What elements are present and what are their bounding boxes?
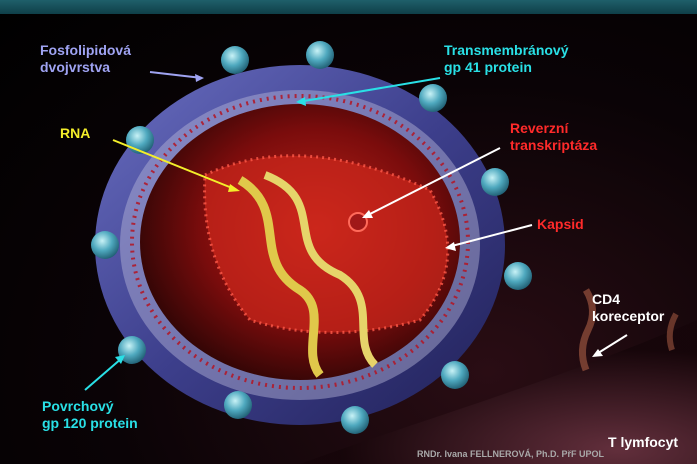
label-rna: RNA — [60, 125, 90, 142]
label-gp41-line1: Transmembránový — [444, 42, 569, 59]
author-credit: RNDr. Ivana FELLNEROVÁ, Ph.D. PřF UPOL — [417, 449, 604, 459]
label-lipid-bilayer-line2: dvojvrstva — [40, 59, 131, 76]
label-capsid: Kapsid — [537, 216, 584, 233]
label-cd4-line1: CD4 — [592, 291, 664, 308]
label-lipid-bilayer-line1: Fosfolipidová — [40, 42, 131, 59]
label-gp120: Povrchový gp 120 protein — [42, 398, 138, 432]
label-lipid-bilayer: Fosfolipidová dvojvrstva — [40, 42, 131, 76]
label-cd4-line2: koreceptor — [592, 308, 664, 325]
label-gp41-line2: gp 41 protein — [444, 59, 569, 76]
label-cd4: CD4 koreceptor — [592, 291, 664, 325]
label-rt-line1: Reverzní — [510, 120, 597, 137]
label-gp120-line1: Povrchový — [42, 398, 138, 415]
label-rt-line2: transkriptáza — [510, 137, 597, 154]
label-reverse-transcriptase: Reverzní transkriptáza — [510, 120, 597, 154]
label-t-cell: T lymfocyt — [608, 434, 678, 451]
label-gp41: Transmembránový gp 41 protein — [444, 42, 569, 76]
label-gp120-line2: gp 120 protein — [42, 415, 138, 432]
